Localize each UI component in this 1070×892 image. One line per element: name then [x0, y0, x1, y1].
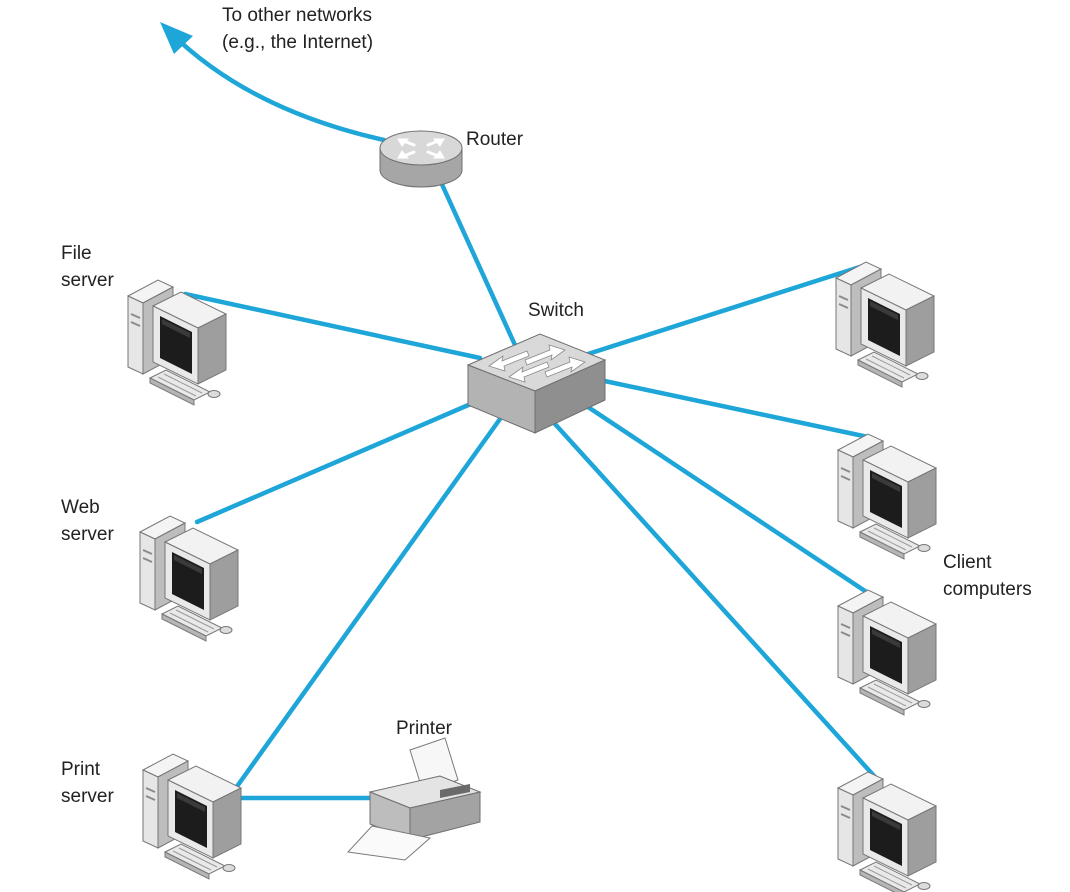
links: [169, 31, 878, 801]
print-server-label: Print server: [61, 756, 114, 810]
client-computer-4-icon: [837, 771, 937, 892]
internet-label-line2: (e.g., the Internet): [222, 32, 374, 53]
client-computers-label-line2: computers: [943, 579, 1032, 600]
link-switch-client-3: [582, 402, 871, 596]
client-computer-3-icon: [837, 589, 937, 716]
router-label: Router: [466, 129, 524, 150]
web-server-label-line1: Web: [61, 497, 100, 518]
printer-label: Printer: [396, 718, 452, 739]
client-computer-2-icon: [837, 433, 937, 560]
file-server-label-line1: File: [61, 243, 92, 264]
link-switch-client-4: [552, 421, 878, 780]
switch-icon: [466, 333, 607, 434]
router-icon: [379, 130, 463, 188]
link-switch-client-1: [585, 262, 869, 357]
link-switch-web-server: [194, 397, 483, 525]
internet-arrowhead: [160, 22, 193, 54]
file-server-label: File server: [61, 240, 114, 294]
print-server-label-line2: server: [61, 786, 114, 807]
link-router-switch: [437, 177, 518, 348]
web-server-label-line2: server: [61, 524, 114, 545]
print-server-label-line1: Print: [61, 759, 101, 780]
file-server-label-line2: server: [61, 270, 114, 291]
link-switch-file-server: [182, 291, 483, 361]
printer-icon: [346, 737, 482, 861]
client-computer-1-icon: [835, 261, 935, 388]
switch-label: Switch: [528, 300, 584, 321]
link-router-internet: [169, 31, 387, 143]
link-switch-client-2: [597, 377, 871, 440]
client-computers-label: Client computers: [943, 549, 1032, 603]
internet-label-line1: To other networks: [222, 5, 372, 26]
web-server-computer-icon: [139, 515, 239, 642]
print-server-computer-icon: [142, 753, 242, 880]
client-computers-label-line1: Client: [943, 552, 992, 573]
link-switch-print-server: [230, 409, 508, 795]
web-server-label: Web server: [61, 494, 114, 548]
internet-label: To other networks (e.g., the Internet): [222, 2, 373, 56]
